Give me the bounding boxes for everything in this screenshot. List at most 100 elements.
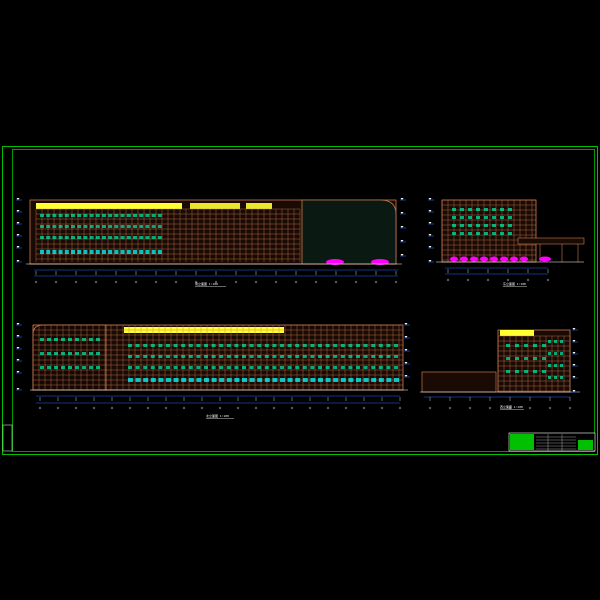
window-pane — [548, 352, 551, 355]
level-marker — [428, 198, 432, 200]
window-pane — [173, 378, 179, 382]
window-pane — [356, 378, 361, 382]
east-caption: 东立面图 1:100 — [503, 281, 526, 286]
window-pane — [151, 250, 156, 254]
window-pane — [126, 236, 131, 239]
window-pane — [506, 344, 510, 347]
window-pane — [58, 225, 63, 228]
window-pane — [139, 236, 144, 239]
window-pane — [363, 344, 368, 347]
axis-bubble — [146, 406, 150, 410]
window-pane — [157, 236, 162, 239]
window-pane — [188, 344, 193, 347]
axis-bubble — [334, 280, 338, 284]
level-marker — [16, 234, 20, 236]
axis-bubble — [468, 406, 472, 410]
level-marker — [16, 198, 20, 200]
window-pane — [96, 366, 100, 369]
window-pane — [548, 364, 551, 367]
window-pane — [77, 225, 82, 228]
window-pane — [356, 366, 360, 369]
window-pane — [452, 216, 456, 219]
window-pane — [460, 224, 464, 227]
window-pane — [64, 236, 69, 239]
window-pane — [468, 216, 472, 219]
window-pane — [102, 236, 106, 239]
window-pane — [95, 236, 100, 239]
west-roof-band — [500, 330, 534, 336]
window-pane — [82, 352, 86, 355]
window-pane — [211, 366, 216, 369]
axis-bubble — [448, 406, 452, 410]
window-pane — [204, 355, 208, 358]
inner-frame — [12, 149, 595, 452]
level-marker — [16, 246, 20, 248]
window-pane — [157, 214, 162, 217]
window-pane — [484, 224, 488, 227]
window-pane — [158, 378, 164, 382]
axis-bubble — [466, 278, 470, 282]
window-pane — [264, 378, 270, 382]
window-pane — [46, 250, 51, 254]
axis-bubble — [34, 280, 38, 284]
window-pane — [40, 366, 44, 369]
window-pane — [348, 344, 353, 347]
window-pane — [61, 338, 65, 341]
window-pane — [340, 344, 345, 347]
axis-bubble — [374, 280, 378, 284]
window-pane — [151, 214, 156, 217]
window-pane — [120, 250, 125, 254]
window-pane — [108, 250, 113, 254]
axis-bubble — [92, 406, 96, 410]
level-marker — [16, 335, 20, 337]
window-pane — [150, 355, 155, 358]
south-dimension-ticks — [34, 271, 398, 284]
window-pane — [75, 366, 79, 369]
level-marker — [16, 323, 20, 325]
window-pane — [219, 344, 224, 347]
window-pane — [533, 357, 537, 360]
window-pane — [484, 216, 488, 219]
window-pane — [133, 225, 137, 228]
window-pane — [340, 366, 345, 369]
window-pane — [61, 366, 65, 369]
window-pane — [89, 366, 93, 369]
window-pane — [533, 370, 537, 373]
axis-bubble — [398, 406, 402, 410]
window-pane — [40, 250, 44, 254]
window-pane — [318, 378, 323, 382]
window-pane — [135, 366, 140, 369]
window-pane — [226, 366, 231, 369]
window-pane — [554, 364, 557, 367]
north-dimension-ticks — [38, 397, 402, 410]
window-pane — [515, 370, 519, 373]
axis-bubble — [546, 278, 550, 282]
axis-bubble — [134, 280, 138, 284]
window-pane — [515, 344, 519, 347]
axis-bubble — [326, 406, 330, 410]
window-pane — [280, 355, 284, 358]
window-pane — [508, 224, 512, 227]
window-pane — [89, 225, 94, 228]
window-pane — [363, 378, 369, 382]
window-pane — [75, 338, 79, 341]
window-pane — [460, 216, 464, 219]
axis-bubble — [164, 406, 168, 410]
window-pane — [102, 214, 106, 217]
window-pane — [394, 355, 398, 358]
window-pane — [452, 224, 456, 227]
south-caption: 南立面图 1:100 — [195, 281, 218, 286]
window-pane — [560, 364, 563, 367]
window-pane — [58, 250, 63, 254]
window-pane — [204, 366, 208, 369]
window-pane — [295, 344, 300, 347]
window-pane — [145, 225, 150, 228]
window-pane — [71, 214, 75, 217]
window-pane — [173, 366, 178, 369]
window-pane — [310, 344, 315, 347]
window-pane — [211, 344, 216, 347]
window-pane — [126, 225, 131, 228]
window-pane — [302, 355, 307, 358]
window-pane — [46, 214, 51, 217]
window-pane — [452, 208, 456, 211]
